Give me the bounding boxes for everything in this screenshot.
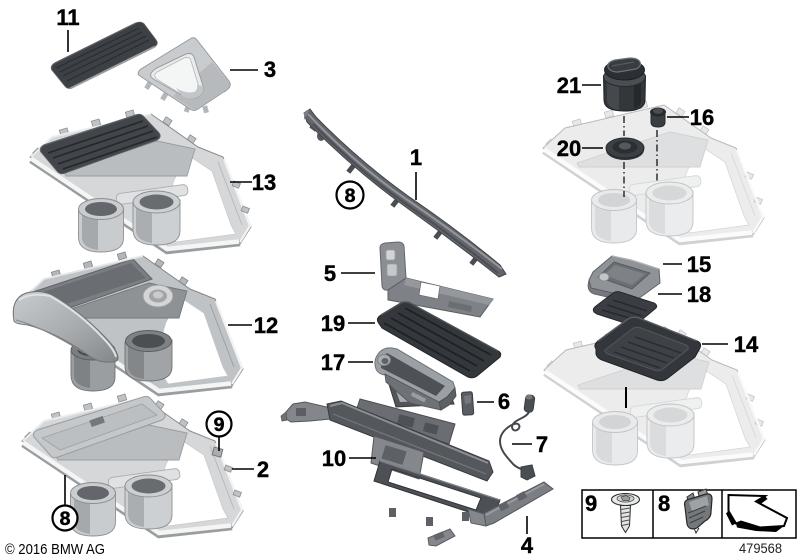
svg-text:21: 21 [557, 73, 581, 98]
svg-text:18: 18 [687, 282, 711, 307]
svg-text:14: 14 [734, 332, 759, 357]
svg-text:13: 13 [252, 170, 276, 195]
svg-text:16: 16 [690, 105, 714, 130]
svg-text:© 2016 BMW AG: © 2016 BMW AG [5, 541, 105, 558]
svg-text:11: 11 [56, 5, 79, 30]
svg-text:9: 9 [585, 491, 597, 516]
svg-text:7: 7 [536, 432, 548, 457]
svg-text:12: 12 [254, 313, 278, 338]
svg-text:10: 10 [322, 446, 346, 471]
svg-text:17: 17 [321, 350, 345, 375]
svg-text:6: 6 [498, 389, 510, 414]
svg-text:4: 4 [521, 533, 534, 558]
svg-text:5: 5 [324, 261, 336, 286]
svg-text:2: 2 [257, 457, 269, 482]
svg-text:20: 20 [557, 136, 581, 161]
svg-text:8: 8 [345, 185, 356, 207]
svg-text:8: 8 [658, 491, 670, 516]
svg-text:8: 8 [60, 508, 71, 530]
svg-text:1: 1 [410, 145, 422, 170]
svg-text:15: 15 [687, 252, 711, 277]
svg-text:479568: 479568 [739, 540, 782, 556]
svg-text:3: 3 [264, 57, 276, 82]
svg-text:9: 9 [214, 414, 225, 436]
svg-text:19: 19 [321, 311, 345, 336]
